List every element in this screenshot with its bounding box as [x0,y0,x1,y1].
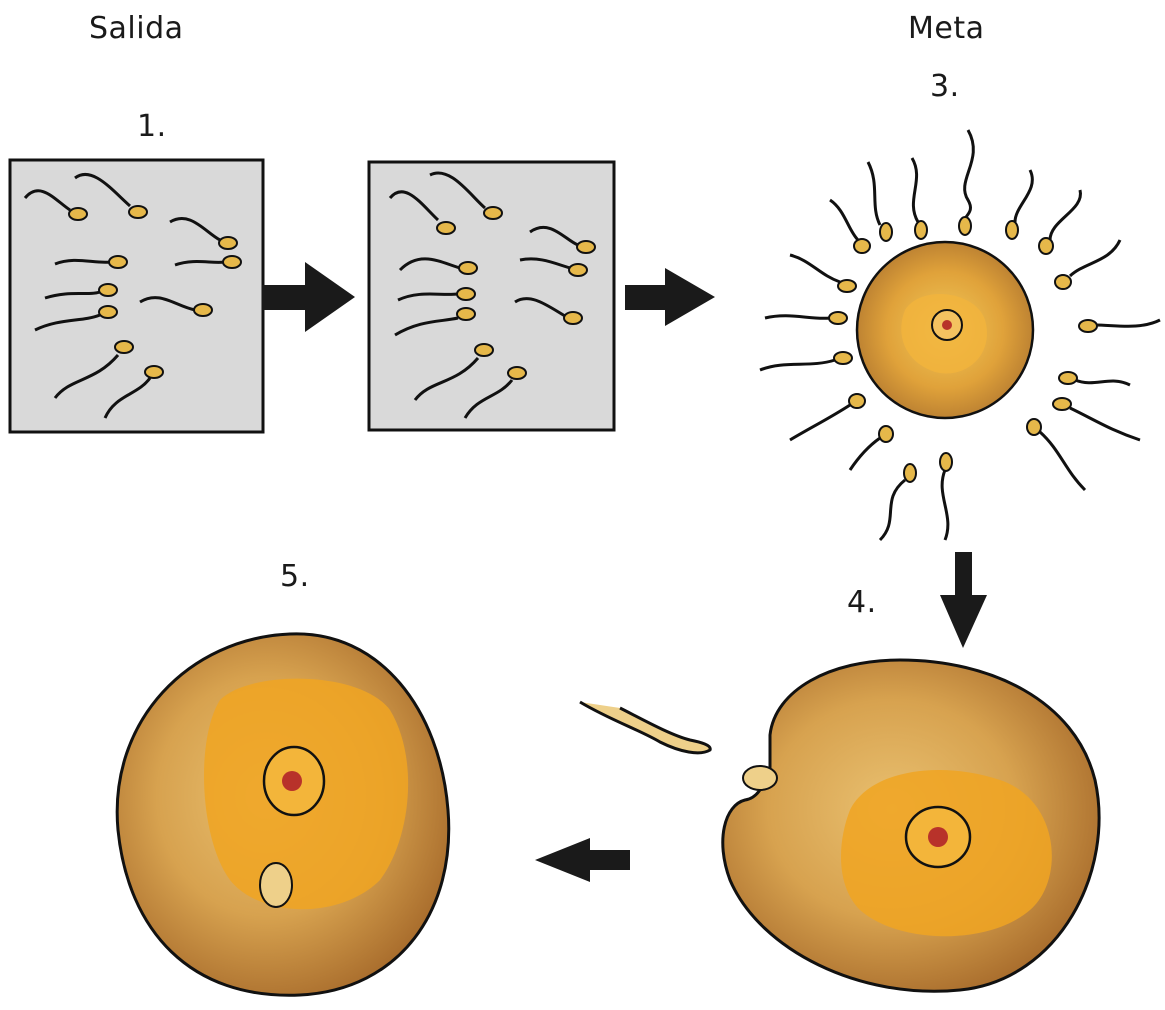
arrow-down-icon [940,552,987,648]
egg-4 [580,660,1099,991]
panel-2 [369,162,614,430]
panel-1 [10,160,263,432]
egg-3 [760,130,1160,540]
arrow-right-icon [625,268,715,326]
arrow-left-icon [535,838,630,882]
arrow-right-icon [262,262,355,332]
egg-5 [117,634,449,995]
